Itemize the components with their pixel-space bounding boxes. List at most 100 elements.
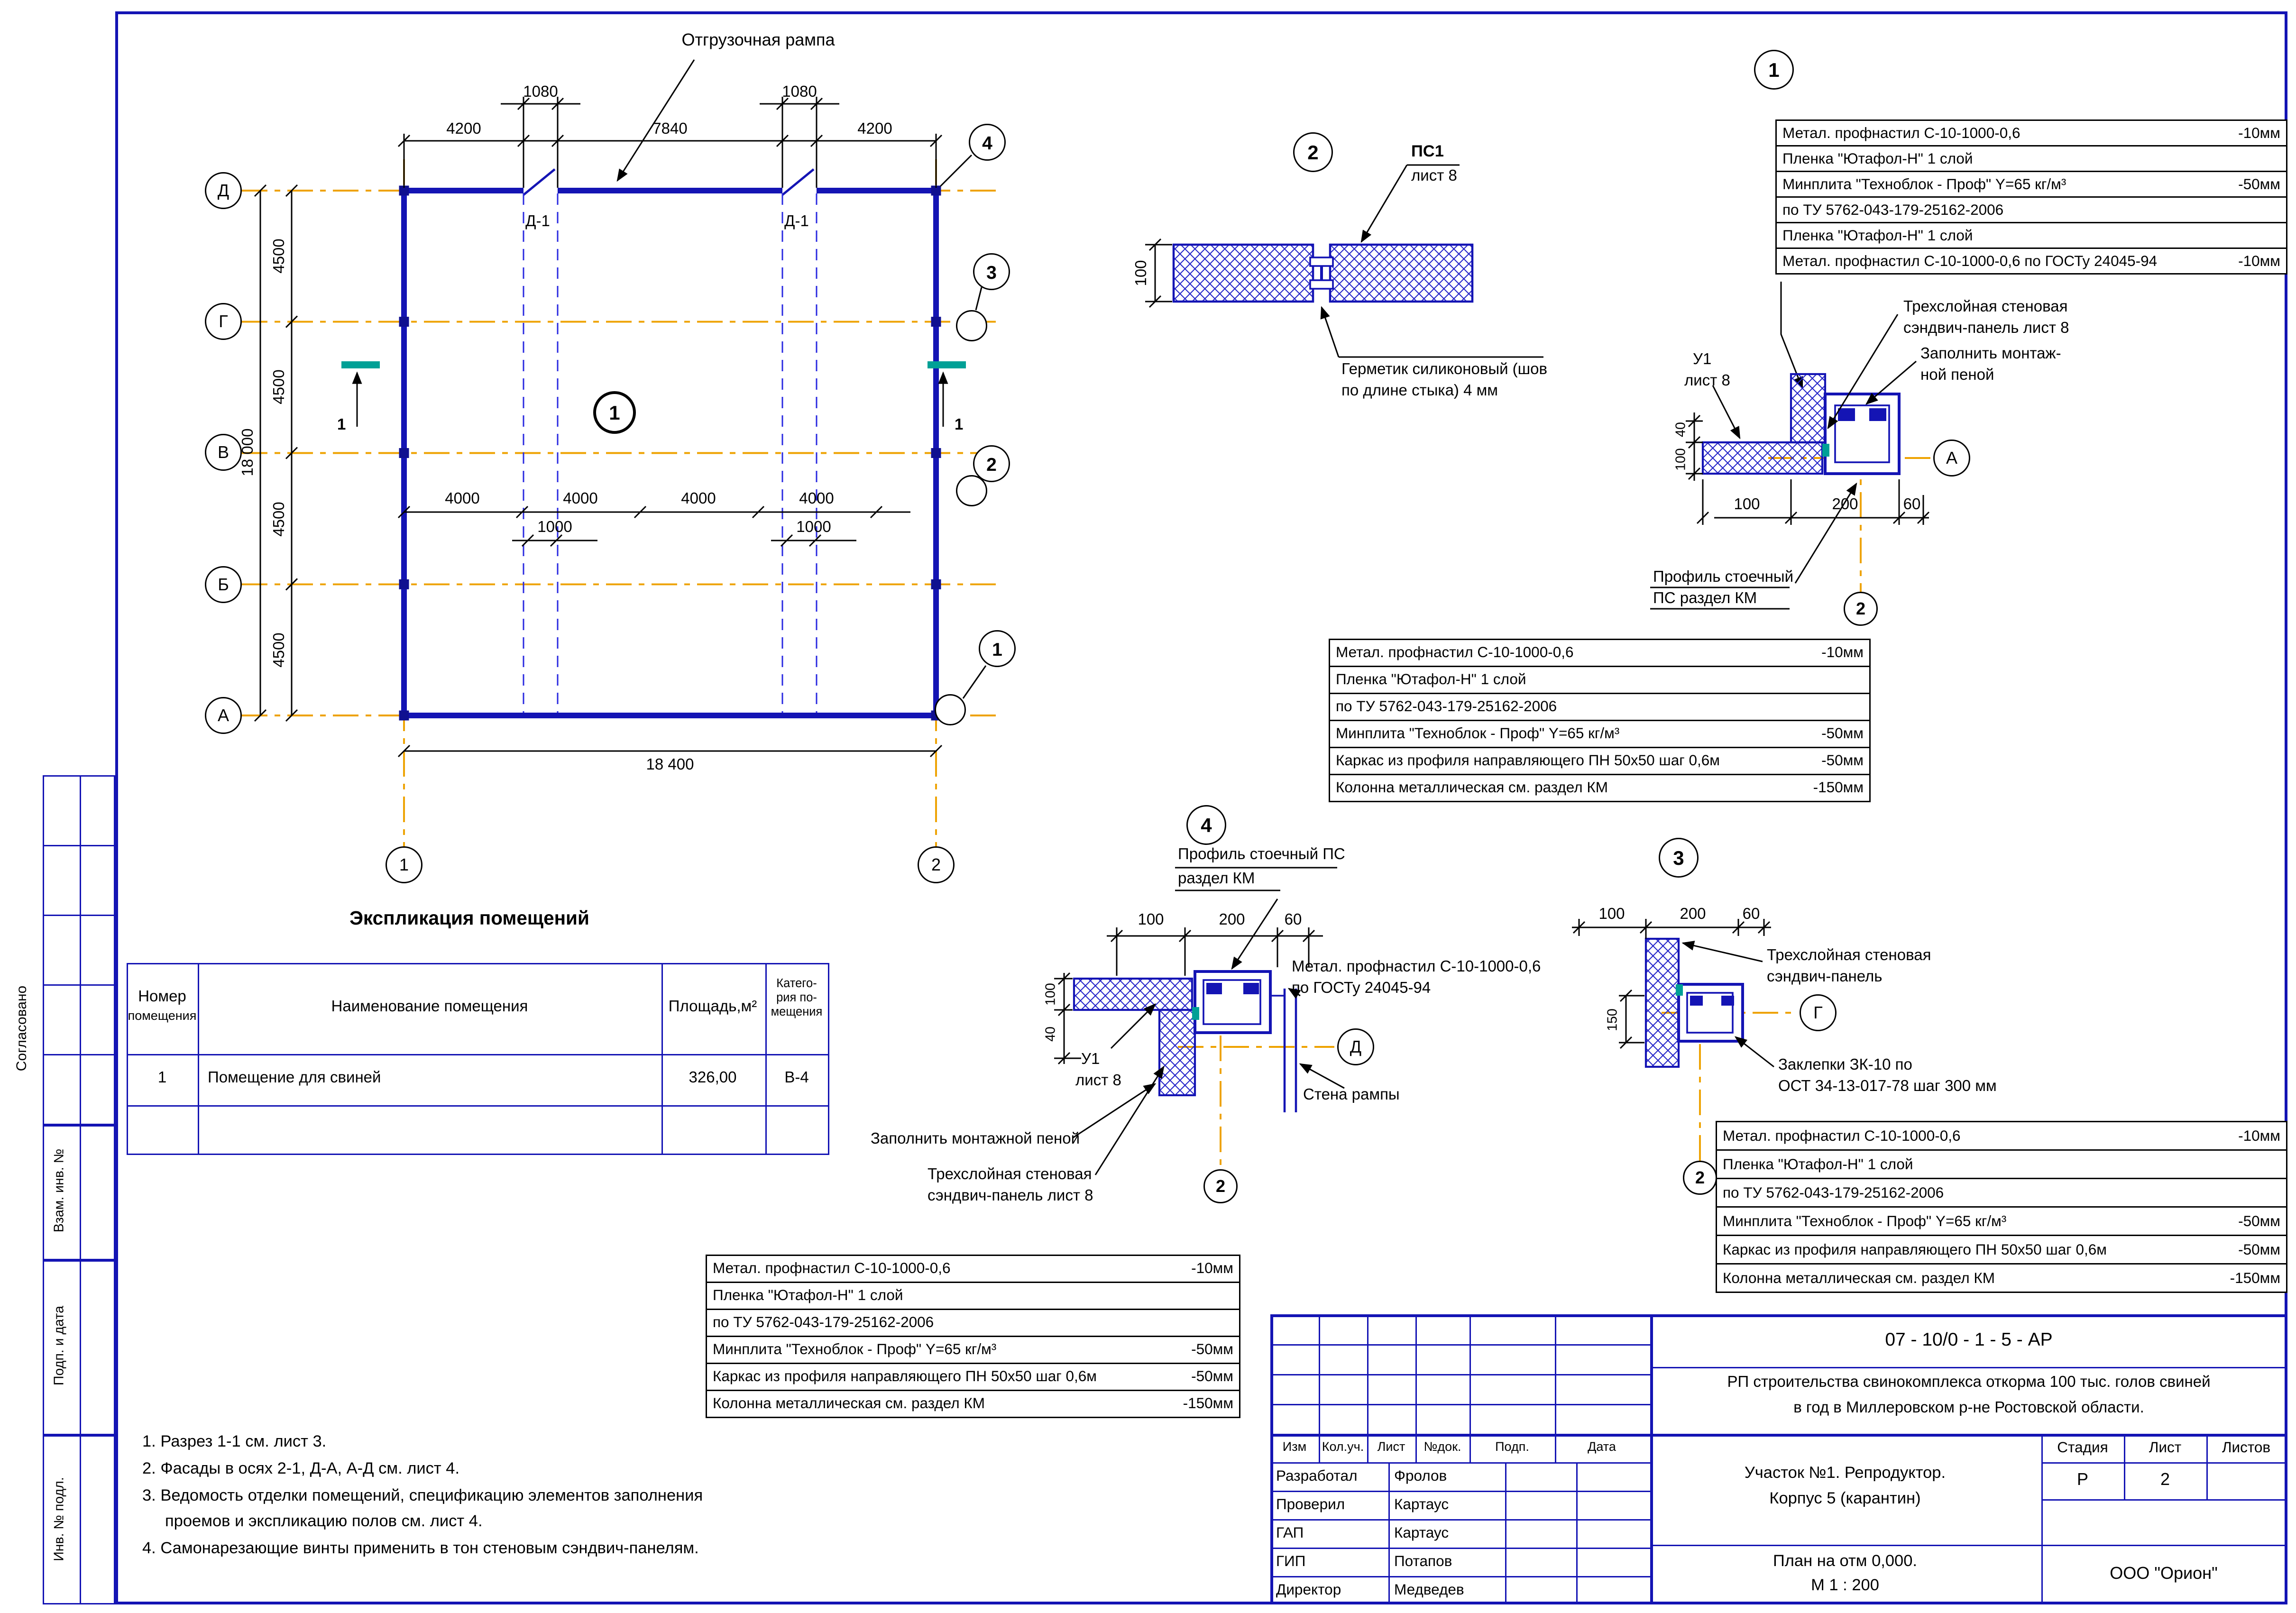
stage-value: Р [2076, 1469, 2089, 1489]
dim-left-4500-3: 4500 [271, 502, 289, 537]
detail4-wall-label: Стена рампы [1303, 1087, 1400, 1104]
staff-role-2: ГАП [1276, 1525, 1304, 1542]
spec-row: Каркас из профиля направляющего ПН 50х50… [706, 1363, 1240, 1391]
schedule-row-area: 326,00 [689, 1070, 737, 1087]
rev-header-ndok: №док. [1424, 1439, 1461, 1454]
axis-circle-2: 2 [918, 846, 955, 883]
callout-circle-3: 3 [973, 253, 1010, 290]
callout-circle-4: 4 [969, 124, 1006, 161]
detail4-node-ref-circle: 2 [1203, 1169, 1238, 1203]
dim-inner-4000-3: 4000 [681, 491, 716, 508]
staff-name-4: Медведев [1394, 1582, 1464, 1599]
detail1-dim-40: 40 [1673, 422, 1690, 437]
detail2-number-circle: 2 [1293, 132, 1333, 172]
title-block [1270, 1314, 2287, 1604]
staff-name-3: Потапов [1394, 1553, 1452, 1570]
detail1-layer-spec-table: Метал. профнастил С-10-1000-0,6-10мм Пле… [1775, 119, 2287, 275]
sheet-value: 2 [2160, 1469, 2170, 1489]
staff-role-0: Разработал [1276, 1468, 1358, 1485]
note-3b: проемов и экспликацию полов см. лист 4. [165, 1513, 483, 1531]
detail4-axis-circle-d: Д [1337, 1028, 1374, 1065]
object-name-2: Корпус 5 (карантин) [1769, 1491, 1921, 1508]
detail3-sandwich-label-2: сэндвич-панель [1767, 969, 1883, 986]
dim-top-7840: 7840 [652, 121, 688, 138]
spec-row: по ТУ 5762-043-179-25162-2006 [706, 1309, 1240, 1337]
detail3-dim-150: 150 [1605, 1008, 1621, 1031]
detail1-profile-label-2: ПС раздел КМ [1653, 590, 1757, 607]
axis-circle-d: Д [205, 172, 242, 209]
staff-name-1: Картаус [1394, 1496, 1449, 1513]
spec-row: Колонна металлическая см. раздел КМ-150м… [1329, 774, 1871, 802]
detail2-sealant-label-1: Герметик силиконовый (шов [1341, 361, 1548, 378]
spec-row: по ТУ 5762-043-179-25162-2006 [1775, 196, 2287, 223]
rev-header-podp: Подп. [1495, 1439, 1529, 1454]
margin-label-vzam: Взам. инв. № [52, 1148, 68, 1233]
staff-role-3: ГИП [1276, 1553, 1306, 1570]
section-mark-right: 1 [955, 417, 964, 434]
spec-row: по ТУ 5762-043-179-25162-2006 [1716, 1178, 2287, 1208]
callout-circle-2: 2 [973, 445, 1010, 482]
rev-header-list: Лист [1377, 1439, 1405, 1454]
schedule-header-area: Площадь,м² [668, 999, 757, 1016]
schedule-header-cat-3: мещения [771, 1004, 823, 1018]
axis-circle-1: 1 [386, 846, 422, 883]
staff-role-4: Директор [1276, 1582, 1341, 1599]
dim-inner-4000-2: 4000 [563, 491, 598, 508]
dim-top-4200-left: 4200 [446, 121, 481, 138]
detail1-foam-label-2: ной пеной [1920, 367, 1994, 384]
rev-header-data: Дата [1588, 1439, 1616, 1454]
detail4-wall-spec-table: Метал. профнастил С-10-1000-0,6-10мм Пле… [706, 1255, 1240, 1418]
detail4-foam-label: Заполнить монтажной пеной [871, 1131, 1080, 1148]
note-3a: 3. Ведомость отделки помещений, специфик… [142, 1488, 703, 1505]
detail4-profile-label-1: Профиль стоечный ПС [1178, 846, 1345, 863]
sheets-label: Листов [2222, 1439, 2271, 1457]
detail1-number-circle: 1 [1754, 50, 1794, 90]
dim-left-4500-2: 4500 [271, 369, 289, 404]
spec-row: Метал. профнастил С-10-1000-0,6-10мм [1329, 639, 1871, 667]
dim-left-4500-1: 4500 [271, 238, 289, 274]
detail2-panel-mark: ПС1 [1411, 144, 1444, 161]
detail1-u1-label: У1 [1693, 351, 1712, 368]
schedule-header-number-2: помещения [128, 1008, 197, 1023]
detail3-node-ref-circle: 2 [1683, 1161, 1717, 1195]
detail3-rivets-label-1: Заклепки ЗК-10 по [1778, 1057, 1912, 1074]
rev-header-izm: Изм [1282, 1439, 1307, 1454]
dim-top-4200-right: 4200 [857, 121, 892, 138]
detail2-sealant-label-2: по длине стыка) 4 мм [1341, 383, 1498, 400]
axis-circle-b: Б [205, 566, 242, 603]
project-name-1: РП строительства свинокомплекса откорма … [1727, 1374, 2211, 1391]
detail1-foam-label-1: Заполнить монтаж- [1920, 346, 2061, 363]
detail1-dim-200h: 200 [1832, 496, 1858, 513]
section-mark-left: 1 [337, 417, 346, 434]
detail3-dim-60h: 60 [1742, 906, 1760, 923]
detail1-profile-label-1: Профиль стоечный [1653, 569, 1794, 586]
object-name-1: Участок №1. Репродуктор. [1744, 1465, 1946, 1482]
schedule-header-name: Наименование помещения [331, 999, 528, 1016]
spec-row: Пленка "Ютафол-Н" 1 слой [1329, 666, 1871, 694]
node-marker-circle-3 [956, 310, 987, 341]
staff-name-0: Фролов [1394, 1468, 1447, 1485]
detail1-dim-60h: 60 [1903, 496, 1921, 513]
spec-row: Минплита "Техноблок - Проф" Y=65 кг/м³-5… [1775, 171, 2287, 198]
schedule-row-name: Помещение для свиней [208, 1070, 381, 1087]
spec-row: Минплита "Техноблок - Проф" Y=65 кг/м³-5… [706, 1336, 1240, 1364]
node-marker-circle-2 [956, 475, 987, 506]
schedule-title: Экспликация помещений [349, 907, 589, 929]
dim-inner-1000-2: 1000 [796, 519, 831, 536]
detail4-steel-label-2: по ГОСТу 24045-94 [1292, 980, 1431, 997]
dim-top-1080-right: 1080 [782, 84, 817, 101]
doc-code: 07 - 10/0 - 1 - 5 - АР [1885, 1329, 2053, 1350]
callout-circle-1: 1 [979, 630, 1016, 667]
detail4-dim-100v: 100 [1043, 983, 1059, 1006]
detail3-dim-200h: 200 [1680, 906, 1706, 923]
detail4-dim-200h: 200 [1219, 912, 1245, 929]
dim-left-4500-4: 4500 [271, 632, 289, 668]
spec-row: Метал. профнастил С-10-1000-0,6-10мм [1716, 1121, 2287, 1151]
detail1-wall-spec-table: Метал. профнастил С-10-1000-0,6-10мм Пле… [1329, 639, 1871, 802]
note-1: 1. Разрез 1-1 см. лист 3. [142, 1434, 327, 1451]
detail4-dim-60h: 60 [1284, 912, 1302, 929]
rev-header-koluch: Кол.уч. [1322, 1439, 1364, 1454]
detail1-sandwich-label-2: сэндвич-панель лист 8 [1903, 320, 2069, 337]
dim-inner-4000-1: 4000 [445, 491, 480, 508]
detail4-u1-label: У1 [1081, 1051, 1100, 1068]
